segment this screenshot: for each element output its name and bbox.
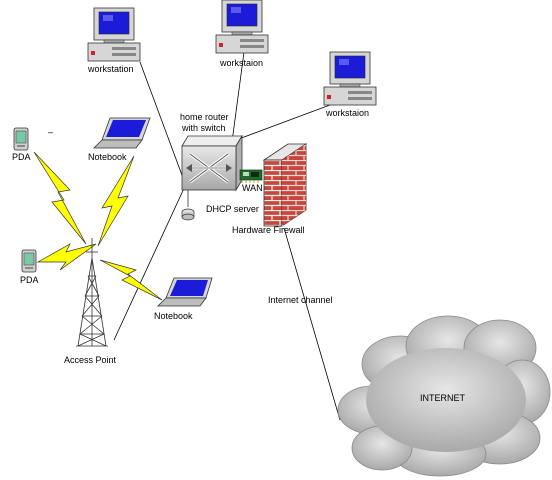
firewall-icon xyxy=(262,143,308,227)
pda-bottom-label: PDA xyxy=(20,275,39,285)
pda-icon xyxy=(13,127,29,151)
cloud-icon xyxy=(337,315,551,477)
dhcp-server[interactable] xyxy=(181,190,195,221)
database-icon xyxy=(181,190,195,221)
link-accesspoint-router xyxy=(113,183,187,341)
access-point-label: Access Point xyxy=(64,355,117,365)
network-card-icon xyxy=(239,169,263,183)
hardware-firewall[interactable] xyxy=(262,143,308,227)
workstation-1-label: workstation xyxy=(87,64,134,74)
link-workstation1-router xyxy=(139,61,187,187)
internet-channel-label: Internet channel xyxy=(268,295,333,305)
computer-icon xyxy=(323,51,377,106)
lightning-icon xyxy=(99,259,163,301)
lightning-icon xyxy=(97,155,135,247)
wan-label: WAN xyxy=(242,183,263,193)
workstation-1[interactable] xyxy=(87,7,141,62)
antenna-tower-icon xyxy=(76,238,108,347)
connection-lines xyxy=(113,51,341,421)
workstation-3-label: workstaion xyxy=(325,108,369,118)
wan-port[interactable] xyxy=(239,169,263,183)
workstation-3[interactable] xyxy=(323,51,377,106)
pda-bottom[interactable] xyxy=(21,249,37,273)
internet-cloud[interactable] xyxy=(337,315,551,477)
laptop-icon xyxy=(157,277,213,307)
router-label-line1: home router xyxy=(180,112,229,122)
router-icon xyxy=(181,134,243,192)
lightning-icon xyxy=(36,243,97,271)
router-label-line2: with switch xyxy=(181,123,226,133)
notebook-top-label: Notebook xyxy=(88,152,127,162)
workstation-2[interactable] xyxy=(215,0,269,54)
computer-icon xyxy=(215,0,269,54)
wireless-links xyxy=(33,151,163,301)
firewall-label: Hardware Firewall xyxy=(232,225,305,235)
notebook-bottom[interactable] xyxy=(157,277,213,307)
pda-top-label: PDA xyxy=(12,152,31,162)
laptop-icon xyxy=(93,117,151,149)
dash-mark: – xyxy=(48,127,53,137)
router[interactable] xyxy=(181,134,243,192)
workstation-2-label: workstaion xyxy=(219,58,263,68)
computer-icon xyxy=(87,7,141,62)
pda-top[interactable] xyxy=(13,127,29,151)
access-point[interactable] xyxy=(76,238,108,347)
lightning-icon xyxy=(33,151,87,245)
notebook-top[interactable] xyxy=(93,117,151,149)
link-firewall-internet xyxy=(283,227,341,421)
pda-icon xyxy=(21,249,37,273)
link-workstation2-router xyxy=(231,51,245,143)
notebook-bottom-label: Notebook xyxy=(154,311,193,321)
internet-label: INTERNET xyxy=(420,393,466,403)
link-workstation3-router xyxy=(235,101,339,141)
dhcp-label: DHCP server xyxy=(206,204,259,214)
